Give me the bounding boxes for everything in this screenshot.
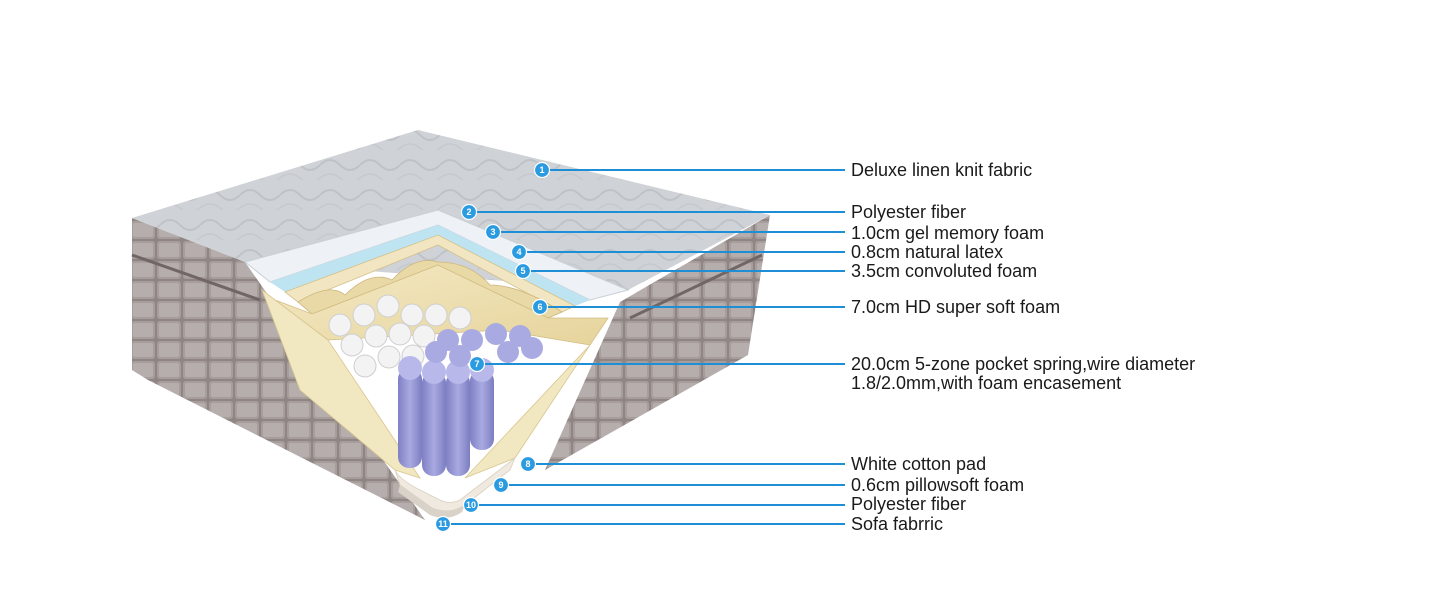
label-layer-7: 20.0cm 5-zone pocket spring,wire diamete… bbox=[851, 355, 1195, 374]
marker-10: 10 bbox=[464, 498, 479, 513]
marker-4: 4 bbox=[512, 245, 527, 260]
marker-number-5: 5 bbox=[520, 266, 525, 276]
marker-8: 8 bbox=[521, 457, 536, 472]
marker-5: 5 bbox=[516, 264, 531, 279]
label-layer-4: 0.8cm natural latex bbox=[851, 243, 1003, 262]
label-layer-2: Polyester fiber bbox=[851, 203, 966, 222]
marker-number-7: 7 bbox=[474, 359, 479, 369]
marker-number-8: 8 bbox=[525, 459, 530, 469]
label-layer-8: White cotton pad bbox=[851, 455, 986, 474]
label-layer-9: 0.6cm pillowsoft foam bbox=[851, 476, 1024, 495]
marker-1: 1 bbox=[535, 163, 550, 178]
label-layer-3: 1.0cm gel memory foam bbox=[851, 224, 1044, 243]
label-layer-7-line2: 1.8/2.0mm,with foam encasement bbox=[851, 374, 1121, 393]
marker-11: 11 bbox=[436, 517, 451, 532]
marker-number-4: 4 bbox=[516, 247, 521, 257]
marker-7: 7 bbox=[470, 357, 485, 372]
marker-3: 3 bbox=[486, 225, 501, 240]
marker-number-9: 9 bbox=[498, 480, 503, 490]
marker-number-1: 1 bbox=[539, 165, 544, 175]
marker-9: 9 bbox=[494, 478, 509, 493]
label-layer-5: 3.5cm convoluted foam bbox=[851, 262, 1037, 281]
label-layer-6: 7.0cm HD super soft foam bbox=[851, 298, 1060, 317]
marker-6: 6 bbox=[533, 300, 548, 315]
label-layer-1: Deluxe linen knit fabric bbox=[851, 161, 1032, 180]
marker-number-10: 10 bbox=[466, 500, 476, 510]
marker-number-3: 3 bbox=[490, 227, 495, 237]
marker-number-6: 6 bbox=[537, 302, 542, 312]
marker-number-2: 2 bbox=[466, 207, 471, 217]
label-layer-11: Sofa fabrric bbox=[851, 515, 943, 534]
marker-2: 2 bbox=[462, 205, 477, 220]
label-layer-10: Polyester fiber bbox=[851, 495, 966, 514]
marker-number-11: 11 bbox=[438, 519, 448, 529]
